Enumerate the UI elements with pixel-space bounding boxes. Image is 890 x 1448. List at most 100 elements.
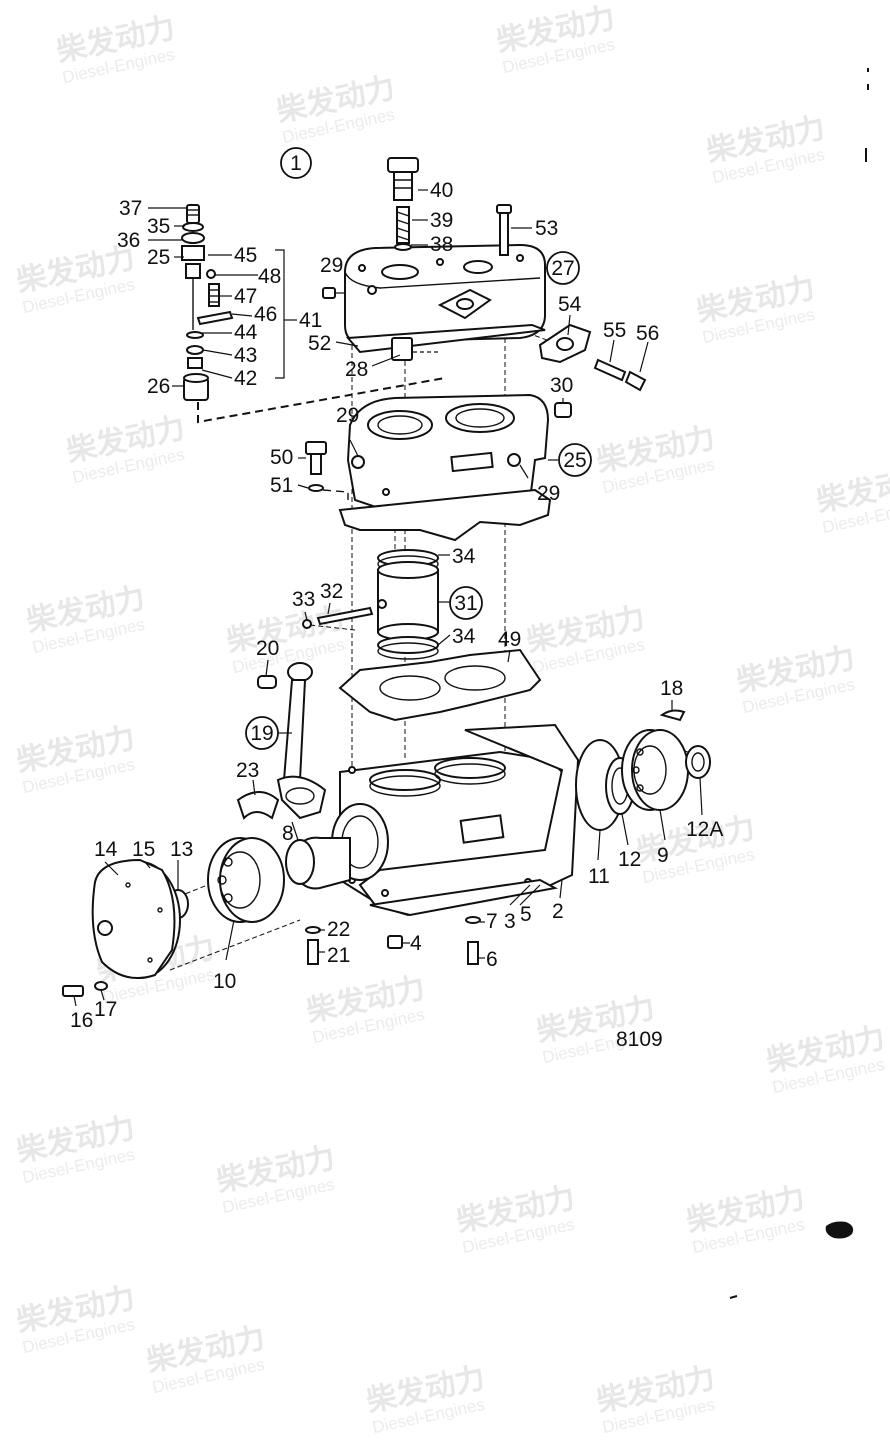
watermark-tile: 柴发动力 Diesel-Engines [694,271,818,347]
connecting-rod [257,662,327,820]
bottom-cover [369,878,558,917]
callout-1: 1 [290,152,302,175]
callout-17: 17 [94,998,117,1021]
callout-29-head-right: 29 [537,482,560,505]
cylinder-head-cover [344,243,546,361]
callout-12a: 12A [686,818,723,841]
callout-49: 49 [498,628,521,651]
callout-14: 14 [94,838,118,861]
callout-39: 39 [430,209,453,232]
cover-bolt [467,941,479,965]
callout-34-top: 34 [452,545,476,568]
watermark-tile: 柴发动力 Diesel-Engines [14,1111,138,1187]
shaft-nut [685,745,711,779]
callout-circle [280,147,312,179]
watermark-tile: 柴发动力 Diesel-Engines [594,1361,718,1437]
watermark-tile: 柴发动力 Diesel-Engines [214,1141,338,1217]
valve-link-dashed [197,377,446,424]
scan-blot [825,1221,854,1239]
watermark-tile: 柴发动力 Diesel-Engines [274,71,398,147]
watermark-tile: 柴发动力 Diesel-Engines [814,461,890,537]
callout-3: 3 [504,910,516,933]
callout-30: 30 [550,374,573,397]
callout-34-bottom: 34 [452,625,476,648]
callout-circle [558,443,592,477]
callout-13: 13 [170,838,193,861]
plug-screw [322,287,336,299]
callout-22: 22 [327,918,350,941]
cover-bolt-washer [465,916,481,924]
watermark-tile: 柴发动力 Diesel-Engines [304,971,428,1047]
callout-29-cover: 29 [320,254,343,277]
callout-8: 8 [282,822,294,845]
callout-labels: 1 27 25 31 19 37 35 36 25 26 45 48 47 46… [70,152,723,1051]
callout-46: 46 [254,303,277,326]
callout-11: 11 [588,865,610,888]
callout-37: 37 [119,197,142,220]
watermark-tile: 柴发动力 Diesel-Engines [14,241,138,317]
callout-5: 5 [520,903,532,926]
callout-2: 2 [552,900,564,923]
callout-38: 38 [430,233,453,256]
callout-31: 31 [454,592,477,615]
callout-10: 10 [213,970,236,993]
cylinder-gasket [338,648,542,722]
callout-56: 56 [636,322,659,345]
crankcase-washer [305,926,321,934]
watermark-tile: 柴发动力 Diesel-Engines [14,721,138,797]
callout-36: 36 [117,229,140,252]
callout-16: 16 [70,1009,93,1032]
watermark-tile: 柴发动力 Diesel-Engines [684,1181,808,1257]
callout-35: 35 [147,215,170,238]
callout-25-head: 25 [563,449,586,472]
watermark-tile: 柴发动力 Diesel-Engines [224,601,348,677]
bearing-shell [236,791,280,820]
watermark-tile: 柴发动力 Diesel-Engines [144,1321,268,1397]
callout-18: 18 [660,677,683,700]
watermark-tile: 柴发动力 Diesel-Engines [24,581,148,657]
watermark-tile: 柴发动力 Diesel-Engines [494,1,618,77]
cover-screw [62,985,84,997]
watermark-tile: 柴发动力 Diesel-Engines [364,1361,488,1437]
callout-28: 28 [345,358,368,381]
outlet-flange [538,323,647,392]
watermark-tile: 柴发动力 Diesel-Engines [524,601,648,677]
callout-33: 33 [292,588,315,611]
callout-40: 40 [430,179,453,202]
crankcase-bolt [307,939,319,965]
watermark-tile: 柴发动力 Diesel-Engines [764,1021,888,1097]
watermark-tile: 柴发动力 Diesel-Engines [454,1181,578,1257]
crankshaft [285,803,389,890]
piston [377,549,439,660]
long-bolt [496,204,512,256]
cover-washer [94,981,108,991]
main-bearing-right [621,729,689,811]
scan-speck [729,1295,738,1299]
callout-19: 19 [250,722,273,745]
callout-circle [546,251,580,285]
callout-43: 43 [234,344,257,367]
callout-circle [245,716,279,750]
callout-12: 12 [618,848,641,871]
gasket-bore [379,675,441,701]
callout-47: 47 [234,285,257,308]
figure-number: 8109 [616,1028,663,1051]
callout-41: 41 [299,309,322,332]
callout-20: 20 [256,637,279,660]
unloader-valve [387,157,419,251]
watermark-tile: 柴发动力 Diesel-Engines [704,111,828,187]
valve-assembly [181,204,234,401]
plug-screw [554,402,572,418]
callout-circle [449,586,483,620]
callout-32: 32 [320,580,343,603]
crankcase-nut [387,935,403,949]
callout-55: 55 [603,319,626,342]
callout-45: 45 [234,244,257,267]
callout-51: 51 [270,474,293,497]
callout-42: 42 [234,367,257,390]
callout-52: 52 [308,332,331,355]
callout-53: 53 [535,217,558,240]
main-bearing-left [207,837,285,923]
